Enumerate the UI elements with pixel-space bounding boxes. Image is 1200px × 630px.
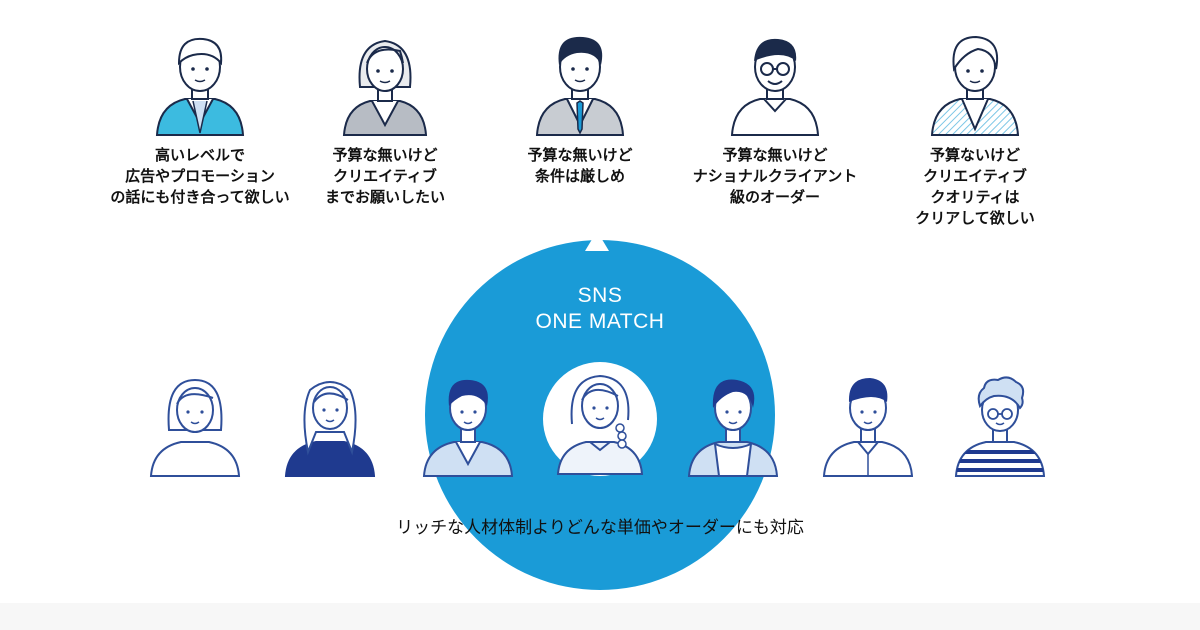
client-3: 予算な無いけど 条件は厳しめ — [500, 25, 660, 187]
client-5-caption: 予算ないけど クリエイティブ クオリティは クリアして欲しい — [895, 145, 1055, 229]
caption-line: 級のオーダー — [729, 188, 820, 206]
caption-line: の話にも付き合って欲しい — [110, 188, 290, 206]
caption-line: 予算な無いけど — [527, 146, 633, 164]
caption-line: 広告やプロモーション — [125, 167, 275, 185]
tagline: リッチな人材体制よりどんな単価やオーダーにも対応 — [396, 518, 804, 538]
woman-bob-icon — [149, 378, 241, 477]
client-2: 予算な無いけど クリエイティブ までお願いしたい — [305, 25, 465, 208]
caption-line: 予算な無いけど — [722, 146, 828, 164]
caption-line: クリエイティブ — [923, 167, 1027, 185]
client-4: 予算な無いけど ナショナルクライアント 級のオーダー — [690, 25, 860, 208]
client-2-caption: 予算な無いけど クリエイティブ までお願いしたい — [305, 145, 465, 208]
man-v-neck-icon — [422, 379, 514, 477]
caption-line: ナショナルクライアント — [692, 167, 858, 185]
caption-line: クリアして欲しい — [915, 209, 1035, 227]
client-1-caption: 高いレベルで 広告やプロモーション の話にも付き合って欲しい — [95, 145, 305, 208]
client-4-caption: 予算な無いけど ナショナルクライアント 級のオーダー — [690, 145, 860, 208]
man-teal-suit-icon — [155, 37, 245, 136]
man-suit-tie-icon — [535, 36, 625, 136]
client-1: 高いレベルで 広告やプロモーション の話にも付き合って欲しい — [95, 25, 305, 208]
up-arrow-icon — [585, 231, 609, 251]
caption-line: 高いレベルで — [154, 146, 245, 164]
brand-line-1: SNS — [577, 284, 623, 307]
man-cardigan-icon — [687, 379, 779, 477]
brand-line-2: ONE MATCH — [535, 310, 665, 333]
woman-long-hair-icon — [284, 381, 376, 477]
man-glasses-icon — [730, 38, 820, 136]
footer-band — [0, 603, 1200, 630]
caption-line: までお願いしたい — [324, 188, 445, 206]
woman-braid-icon — [556, 374, 644, 475]
client-5: 予算ないけど クリエイティブ クオリティは クリアして欲しい — [895, 25, 1055, 229]
man-curly-glasses-icon — [954, 376, 1046, 477]
caption-line: 予算ないけど — [929, 146, 1020, 164]
man-shirt-icon — [822, 378, 914, 477]
caption-line: クオリティは — [930, 188, 1020, 206]
caption-line: クリエイティブ — [333, 167, 437, 185]
caption-line: 条件は厳しめ — [534, 167, 625, 185]
brand-logo: SNS ONE MATCH — [500, 283, 700, 335]
client-3-caption: 予算な無いけど 条件は厳しめ — [500, 145, 660, 187]
woman-gray-blazer-icon — [342, 39, 428, 136]
man-patterned-jacket-icon — [930, 35, 1020, 136]
caption-line: 予算な無いけど — [332, 146, 438, 164]
